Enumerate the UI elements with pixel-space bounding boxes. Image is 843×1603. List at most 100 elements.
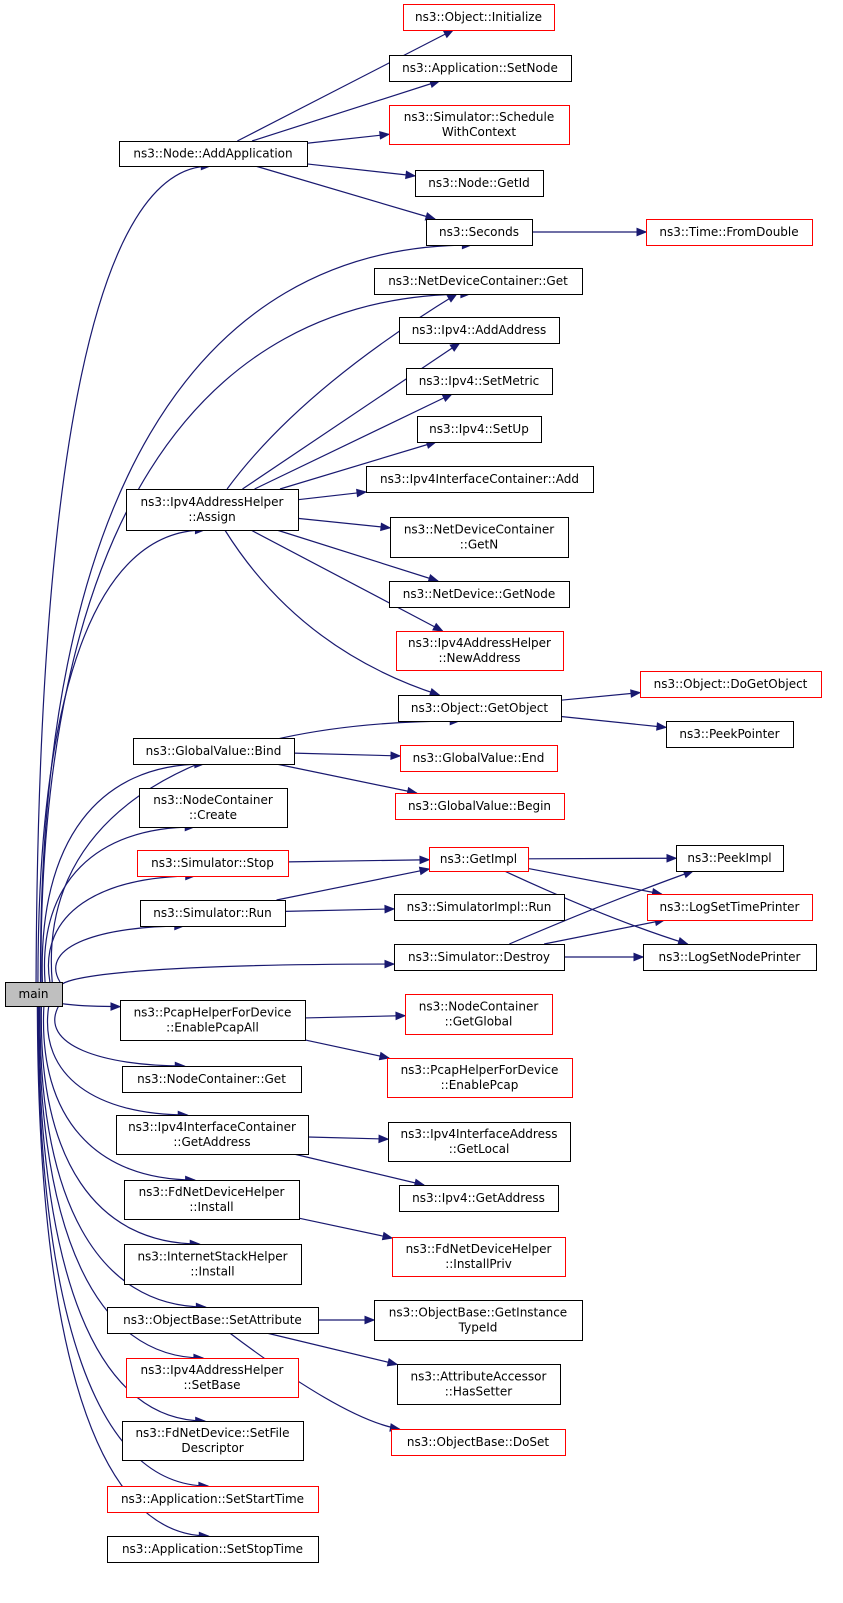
node-nc-getglobal[interactable]: ns3::NodeContainer::GetGlobal [405, 994, 553, 1035]
node-label: ::NewAddress [438, 651, 520, 665]
node-ipv4ia-getlocal[interactable]: ns3::Ipv4InterfaceAddress::GetLocal [388, 1122, 571, 1162]
call-edge [293, 752, 401, 757]
call-edge [251, 80, 440, 142]
node-label: ns3::Node::AddApplication [133, 147, 292, 161]
nodes-layer: mainns3::Node::AddApplicationns3::Object… [5, 4, 822, 1563]
node-label: ns3::Simulator::Run [153, 906, 271, 920]
node-label: ::GetAddress [173, 1135, 250, 1149]
node-box [140, 900, 286, 927]
node-box [415, 170, 544, 197]
node-ndc-get[interactable]: ns3::NetDeviceContainer::Get [374, 268, 583, 295]
node-label: ns3::GlobalValue::Begin [408, 799, 551, 813]
node-simimpl-run[interactable]: ns3::SimulatorImpl::Run [394, 894, 565, 921]
node-app-setnode[interactable]: ns3::Application::SetNode [389, 55, 572, 82]
node-node-addapp[interactable]: ns3::Node::AddApplication [119, 141, 308, 167]
node-sim-destroy[interactable]: ns3::Simulator::Destroy [394, 944, 565, 971]
node-fdndh-installpriv[interactable]: ns3::FdNetDeviceHelper::InstallPriv [392, 1237, 566, 1277]
node-label: Descriptor [181, 1441, 243, 1455]
node-label: ns3::Ipv4::SetUp [429, 422, 529, 436]
node-label: ns3::PcapHelperForDevice [401, 1063, 559, 1077]
node-label: ns3::Simulator::Stop [151, 856, 274, 870]
node-peekpointer[interactable]: ns3::PeekPointer [666, 721, 794, 748]
node-ipv4ic-getaddr[interactable]: ns3::Ipv4InterfaceContainer::GetAddress [116, 1115, 309, 1155]
node-label: ns3::Simulator::Destroy [408, 950, 550, 964]
node-ob-setattr[interactable]: ns3::ObjectBase::SetAttribute [107, 1307, 319, 1334]
node-label: ns3::SimulatorImpl::Run [407, 900, 552, 914]
node-peekimpl[interactable]: ns3::PeekImpl [676, 845, 784, 872]
call-edge [304, 1039, 390, 1059]
node-sim-stop[interactable]: ns3::Simulator::Stop [137, 850, 289, 877]
node-ipv4-setup[interactable]: ns3::Ipv4::SetUp [417, 416, 542, 443]
node-label: ns3::Seconds [439, 225, 519, 239]
node-ob-doset[interactable]: ns3::ObjectBase::DoSet [391, 1429, 566, 1456]
node-label: ns3::PcapHelperForDevice [134, 1006, 292, 1020]
node-label: ns3::Ipv4InterfaceContainer::Add [380, 472, 579, 486]
node-gv-begin[interactable]: ns3::GlobalValue::Begin [395, 793, 565, 820]
node-label: TypeId [458, 1321, 498, 1335]
call-edge [40, 293, 470, 983]
node-ipv4ic-add[interactable]: ns3::Ipv4InterfaceContainer::Add [366, 466, 594, 493]
node-nc-get[interactable]: ns3::NodeContainer::Get [122, 1066, 302, 1093]
node-box [395, 793, 565, 820]
node-ipv4ah-setbase[interactable]: ns3::Ipv4AddressHelper::SetBase [126, 1358, 299, 1398]
node-phfd-enable[interactable]: ns3::PcapHelperForDevice::EnablePcap [387, 1058, 573, 1098]
node-box [646, 219, 813, 246]
node-app-setstart[interactable]: ns3::Application::SetStartTime [107, 1486, 319, 1513]
node-time-fromdouble[interactable]: ns3::Time::FromDouble [646, 219, 813, 246]
node-box [417, 416, 542, 443]
call-edge [54, 997, 121, 1008]
node-obj-init[interactable]: ns3::Object::Initialize [403, 4, 555, 31]
node-node-getid[interactable]: ns3::Node::GetId [415, 170, 544, 197]
arrowhead [379, 131, 391, 140]
call-edge [39, 1005, 206, 1308]
node-fdndh-install[interactable]: ns3::FdNetDeviceHelper::Install [124, 1180, 300, 1220]
node-nd-getnode[interactable]: ns3::NetDevice::GetNode [389, 581, 570, 608]
node-ipv4-addaddr[interactable]: ns3::Ipv4::AddAddress [399, 317, 560, 344]
node-label: ::GetLocal [449, 1142, 510, 1156]
node-label: ns3::Object::DoGetObject [654, 677, 808, 691]
node-label: ns3::NetDeviceContainer [404, 523, 554, 537]
arrowhead [428, 687, 441, 697]
arrowhead [380, 522, 392, 532]
node-box [137, 850, 289, 877]
node-ish-install[interactable]: ns3::InternetStackHelper::Install [124, 1244, 302, 1285]
node-logsettimeprinter[interactable]: ns3::LogSetTimePrinter [647, 894, 813, 921]
node-label: ns3::Application::SetStopTime [122, 1542, 303, 1556]
node-gv-bind[interactable]: ns3::GlobalValue::Bind [133, 738, 295, 765]
call-edge [43, 826, 195, 983]
node-box [397, 1364, 561, 1405]
node-app-setstop[interactable]: ns3::Application::SetStopTime [107, 1536, 319, 1563]
arrowhead [418, 866, 431, 876]
node-aa-hassetter[interactable]: ns3::AttributeAccessor::HasSetter [397, 1364, 561, 1405]
edges-layer [35, 29, 695, 1541]
call-edge [224, 529, 440, 696]
node-gv-end[interactable]: ns3::GlobalValue::End [400, 745, 558, 772]
node-getimpl[interactable]: ns3::GetImpl [429, 847, 529, 872]
node-label: ns3::PeekImpl [687, 851, 771, 865]
node-box [5, 982, 63, 1007]
node-ipv4ah-assign[interactable]: ns3::Ipv4AddressHelper::Assign [126, 489, 299, 531]
node-box [398, 695, 562, 722]
node-sim-run[interactable]: ns3::Simulator::Run [140, 900, 286, 927]
node-obj-dogetobject[interactable]: ns3::Object::DoGetObject [640, 671, 822, 698]
node-main[interactable]: main [5, 982, 63, 1007]
node-ipv4ah-newaddr[interactable]: ns3::Ipv4AddressHelper::NewAddress [396, 631, 564, 671]
node-phfd-enableall[interactable]: ns3::PcapHelperForDevice::EnablePcapAll [120, 1000, 306, 1041]
node-obj-getobject[interactable]: ns3::Object::GetObject [398, 695, 562, 722]
call-edge [276, 868, 430, 901]
node-box [139, 788, 288, 828]
node-logsetnodeprinter[interactable]: ns3::LogSetNodePrinter [643, 944, 817, 971]
node-seconds[interactable]: ns3::Seconds [426, 219, 533, 246]
node-nc-create[interactable]: ns3::NodeContainer::Create [139, 788, 288, 828]
call-edge [504, 870, 688, 945]
call-edge [54, 1005, 185, 1067]
call-edge [298, 1217, 393, 1239]
node-ndc-getn[interactable]: ns3::NetDeviceContainer::GetN [390, 517, 569, 558]
node-box [122, 1421, 304, 1461]
node-ipv4-setmetric[interactable]: ns3::Ipv4::SetMetric [406, 368, 553, 395]
node-ipv4-getaddr[interactable]: ns3::Ipv4::GetAddress [399, 1185, 559, 1212]
node-label: ns3::FdNetDeviceHelper [406, 1242, 552, 1256]
